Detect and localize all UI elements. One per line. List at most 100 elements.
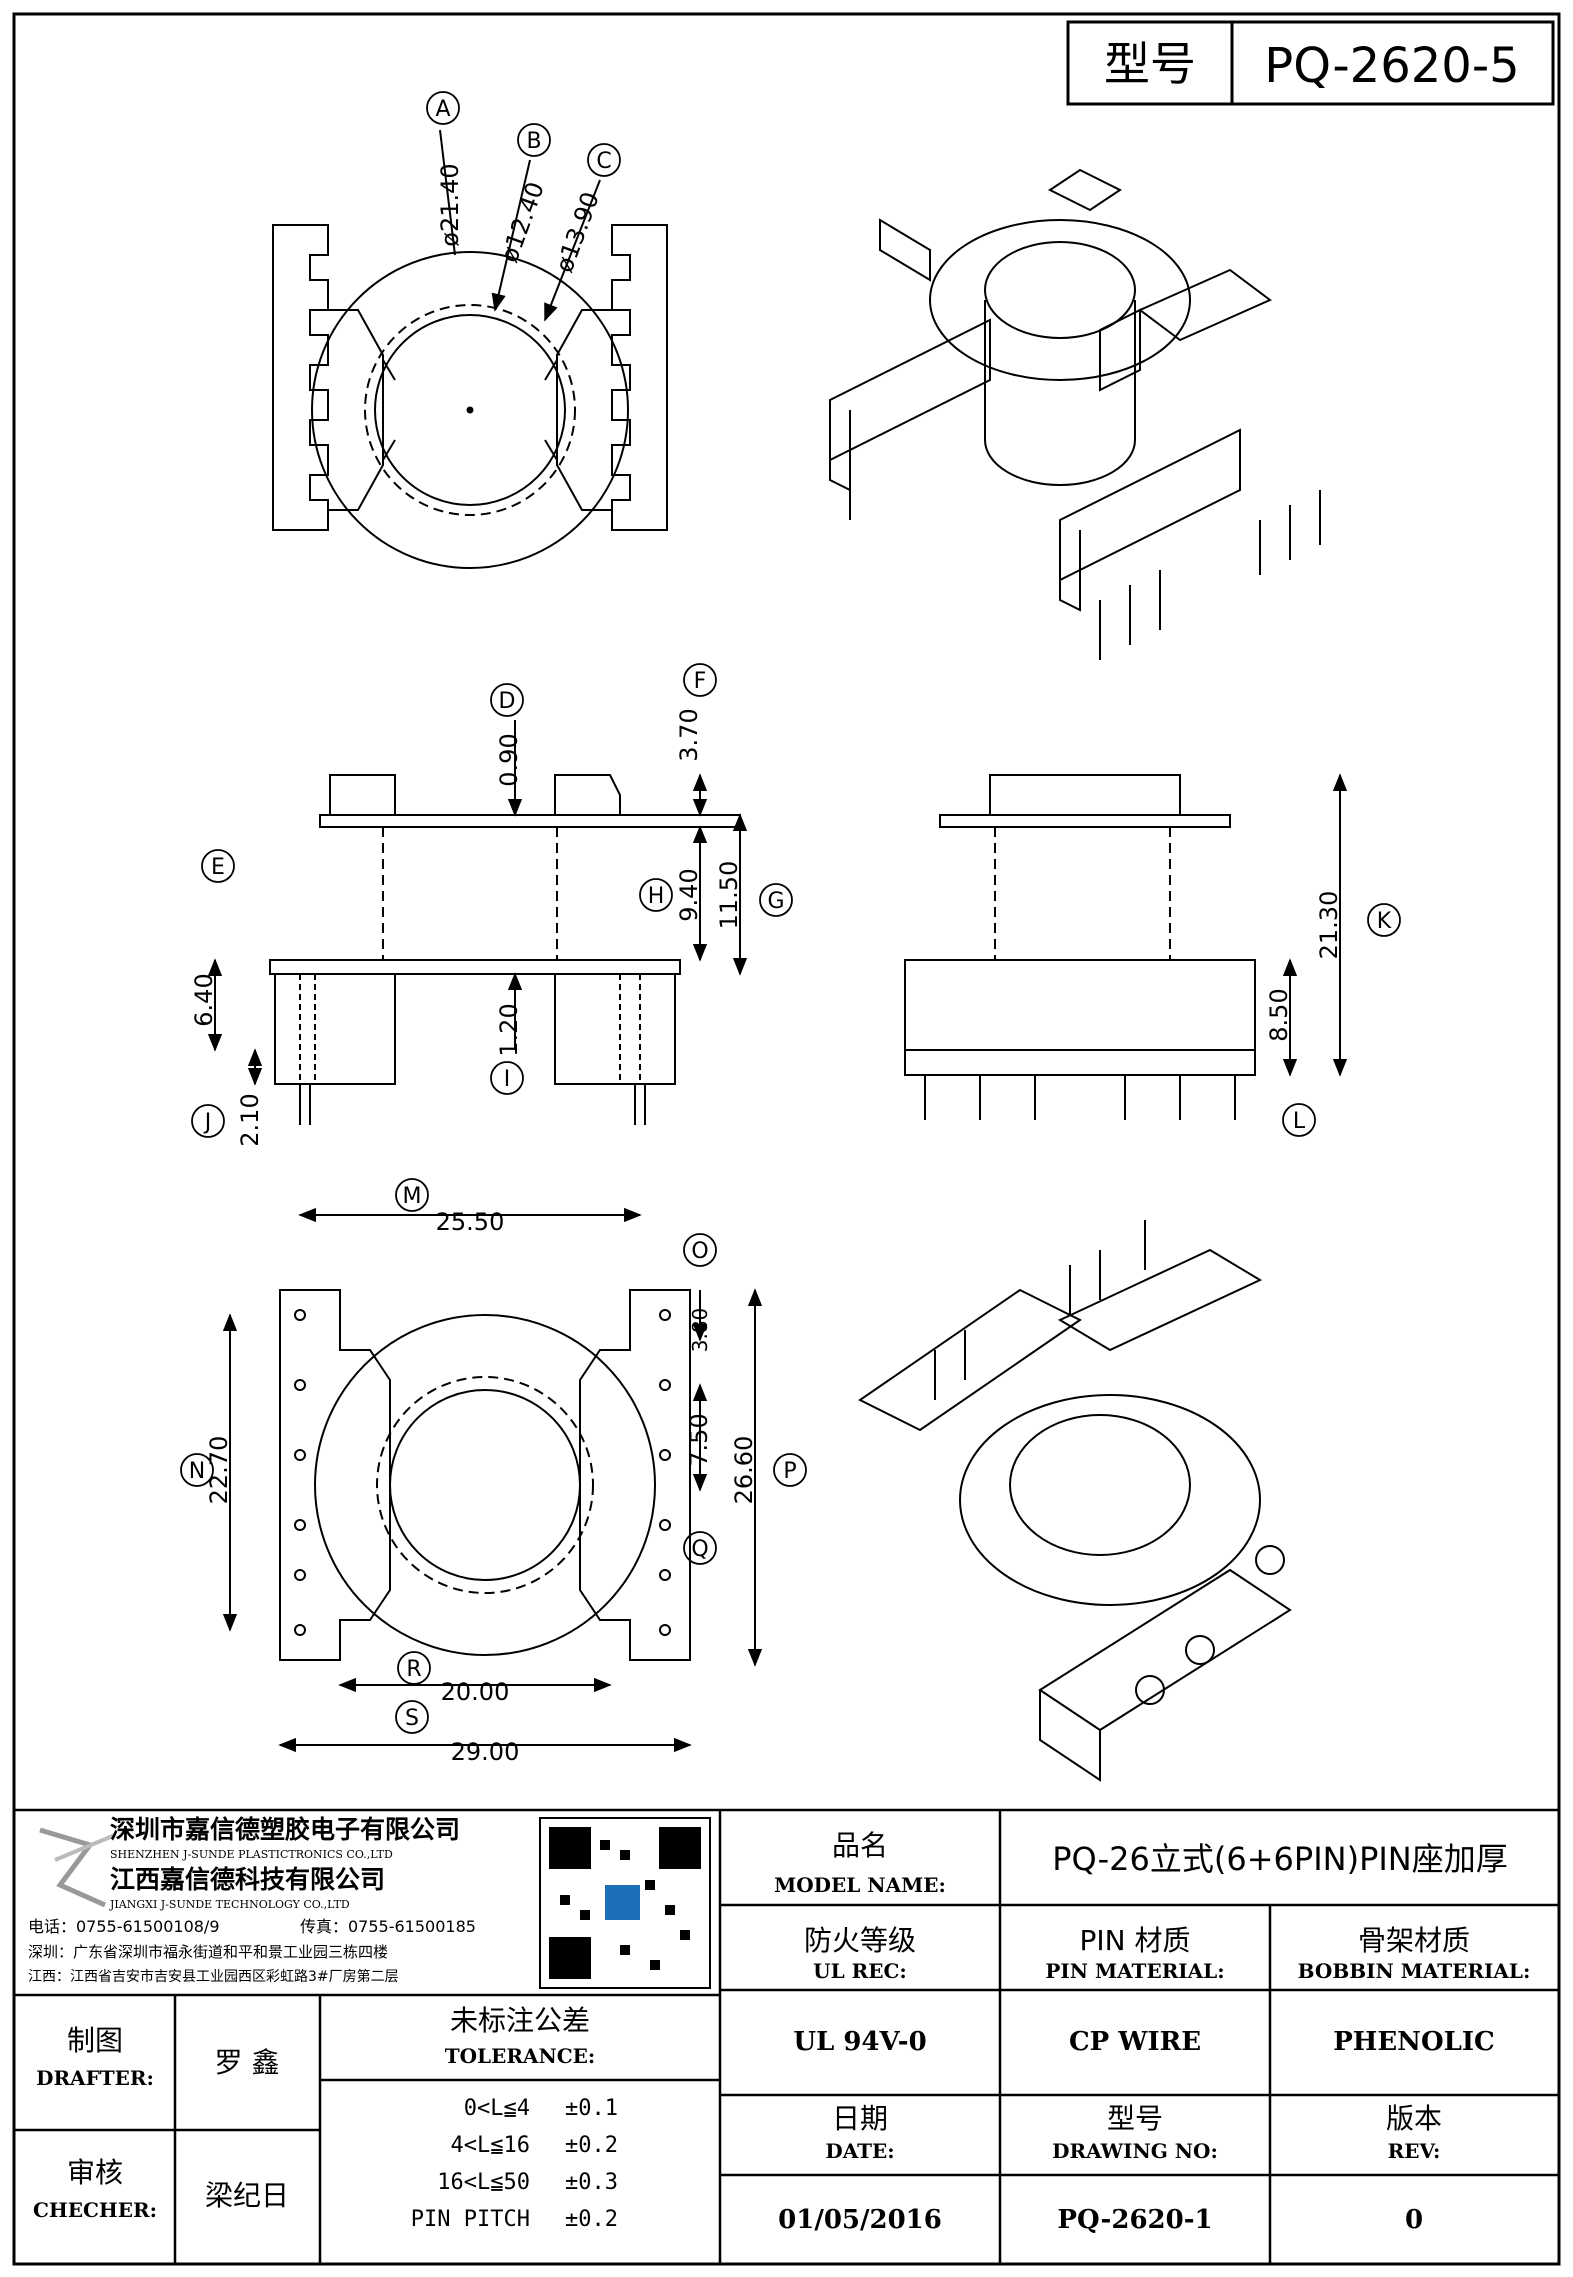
dim-b-value: ø12.40 [495,178,550,266]
company-name-en: SHENZHEN J-SUNDE PLASTICTRONICS CO.,LTD [110,1848,393,1861]
callout-o: O [691,1239,708,1264]
dim-o-value: 3.80 [688,1308,712,1353]
dwg-cn: 型号 [1107,2102,1163,2135]
callout-c: C [596,149,611,174]
callout-f: F [694,669,707,694]
drafter-cn: 制图 [67,2024,123,2057]
dim-g-value: 11.50 [715,861,743,930]
dim-s-value: 29.00 [451,1738,520,1766]
qr-code [539,1817,711,1989]
callout-h: H [648,884,665,909]
leader-b [491,159,531,312]
company-logo [39,1827,116,1908]
dwg-value: PQ-2620-1 [1057,2205,1212,2235]
company-phone: 电话：0755-61500108/9 [28,1917,220,1936]
dim-l-value: 8.50 [1265,988,1293,1041]
pin-cn: PIN 材质 [1080,1924,1191,1957]
ul-value: UL 94V-0 [793,2027,926,2057]
date-en: DATE: [825,2139,894,2163]
dim-r-value: 20.00 [441,1678,510,1706]
dim-e-value: 6.40 [190,973,218,1026]
tol-value-4: ±0.2 [565,2207,618,2232]
iso-view-top [829,168,1321,660]
date-cn: 日期 [832,2102,888,2135]
callout-l: L [1293,1109,1306,1134]
dim-q-value: 7.50 [685,1413,713,1466]
drafter-en: DRAFTER: [36,2066,154,2090]
callout-a: A [435,97,450,122]
dim-n-value: 22.70 [205,1436,233,1505]
company2-name-en: JIANGXI J-SUNDE TECHNOLOGY CO.,LTD [109,1898,350,1911]
callout-b: B [526,129,541,154]
tol-range-4: PIN PITCH [411,2207,530,2232]
callout-s: S [405,1706,419,1731]
tol-range-2: 4<L≦16 [451,2133,530,2158]
sheet-border [12,12,1561,2266]
front-view [269,774,741,1125]
title-value: PQ-2620-5 [1264,38,1519,94]
callout-i: I [504,1067,511,1092]
side-view [904,774,1256,1120]
ul-cn: 防火等级 [804,1924,916,1957]
date-value: 01/05/2016 [778,2205,942,2235]
tol-range-3: 16<L≦50 [437,2170,530,2195]
title-label: 型号 [1104,37,1196,91]
dim-j-value: 2.10 [236,1093,264,1146]
callout-d: D [499,689,516,714]
dim-m-value: 25.50 [436,1208,505,1236]
tol-value-2: ±0.2 [565,2133,618,2158]
tol-value-1: ±0.1 [565,2096,618,2121]
company-fax: 传真：0755-61500185 [300,1917,476,1936]
dwg-en: DRAWING NO: [1052,2139,1218,2163]
checker-cn: 审核 [67,2156,123,2189]
pin-en: PIN MATERIAL: [1045,1959,1224,1983]
bobbin-value: PHENOLIC [1333,2027,1494,2057]
bobbin-cn: 骨架材质 [1358,1924,1470,1957]
top-view [272,224,668,569]
bottom-view [279,1289,691,1661]
model-name-en: MODEL NAME: [774,1873,946,1897]
checker-en: CHECHER: [33,2198,157,2222]
tol-range-1: 0<L≦4 [464,2096,530,2121]
drafter-name: 罗 鑫 [215,2046,280,2079]
company-name-cn: 深圳市嘉信德塑胶电子有限公司 [110,1815,460,1844]
rev-en: REV: [1388,2139,1441,2163]
dim-h-value: 9.40 [675,868,703,921]
callout-r: R [406,1657,421,1682]
tol-en: TOLERANCE: [445,2044,596,2068]
callout-k: K [1377,909,1392,934]
callout-p: P [783,1459,796,1484]
title-box [1066,20,1555,106]
dim-c-value: ø13.90 [550,188,605,276]
callout-m: M [403,1184,422,1209]
model-name-value: PQ-26立式(6+6PIN)PIN座加厚 [1052,1840,1508,1878]
leader-a [439,129,456,256]
dim-k-value: 21.30 [1315,891,1343,960]
model-name-cn: 品名 [832,1829,888,1862]
company-addr-jx: 江西：江西省吉安市吉安县工业园西区彩虹路3#厂房第二层 [28,1968,399,1985]
callout-q: Q [691,1537,708,1562]
dim-d-value: 0.90 [495,733,523,786]
pin-value: CP WIRE [1069,2027,1201,2057]
tol-value-3: ±0.3 [565,2170,618,2195]
bobbin-en: BOBBIN MATERIAL: [1298,1959,1531,1983]
dim-p-value: 26.60 [730,1436,758,1505]
ul-en: UL REC: [813,1959,907,1983]
title-block-frame [14,1808,1559,2264]
company2-name-cn: 江西嘉信德科技有限公司 [110,1865,385,1894]
rev-cn: 版本 [1386,2102,1442,2135]
dim-i-value: 1.20 [495,1003,523,1056]
dim-f-value: 3.70 [675,708,703,761]
tol-cn: 未标注公差 [450,2004,590,2037]
iso-view-bottom [858,1220,1292,1782]
company-addr-sz: 深圳：广东省深圳市福永街道和平和景工业园三栋四楼 [28,1943,388,1961]
callout-j: J [203,1110,212,1135]
callout-g: G [767,889,784,914]
leader-c [544,179,601,322]
dim-a-value: ø21.40 [436,163,464,246]
callout-n: N [189,1459,205,1484]
checker-name: 梁纪日 [205,2179,289,2212]
rev-value: 0 [1405,2205,1423,2235]
callout-e: E [211,855,225,880]
